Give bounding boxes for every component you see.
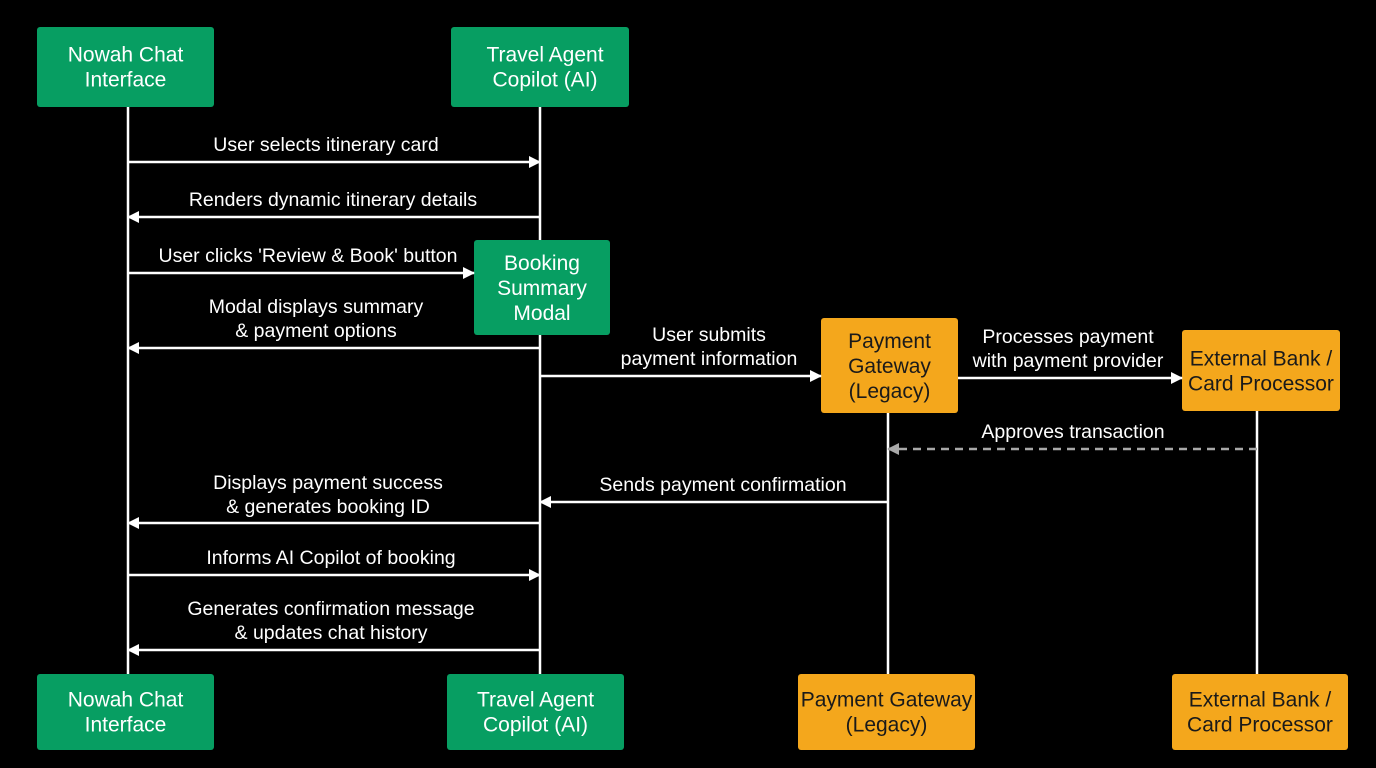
participant-label-line: Interface bbox=[85, 69, 167, 92]
message-label-line: with payment provider bbox=[972, 350, 1164, 372]
message-copilot-to-chat: Generates confirmation message& updates … bbox=[127, 598, 540, 656]
message-copilot-to-chat: Renders dynamic itinerary details bbox=[127, 189, 540, 223]
message-label-line: Renders dynamic itinerary details bbox=[189, 189, 478, 211]
participant-box bbox=[451, 27, 629, 107]
message-bank-to-gateway: Approves transaction bbox=[887, 421, 1257, 455]
participant-label-line: Gateway bbox=[848, 355, 931, 378]
participant-label-line: (Legacy) bbox=[846, 714, 928, 737]
message-chat-to-copilot: User selects itinerary card bbox=[128, 134, 541, 168]
participant-label-line: Payment bbox=[848, 330, 931, 353]
participant-label: External Bank /Card Processor bbox=[1187, 689, 1333, 737]
participant-box bbox=[1182, 330, 1340, 411]
message-label-line: & updates chat history bbox=[235, 622, 428, 644]
participant-label-line: External Bank / bbox=[1189, 689, 1332, 712]
message-label-line: Generates confirmation message bbox=[187, 598, 474, 620]
message-chat-to-copilot: Informs AI Copilot of booking bbox=[128, 547, 541, 581]
participant-label-line: Booking bbox=[504, 252, 580, 275]
message-modal-to-chat: Modal displays summary& payment options bbox=[127, 296, 540, 354]
participant-label-line: Modal bbox=[513, 302, 570, 325]
message-label-line: Approves transaction bbox=[981, 421, 1164, 443]
message-label: Generates confirmation message& updates … bbox=[187, 598, 474, 644]
message-copilot-to-chat: Displays payment success& generates book… bbox=[127, 472, 540, 529]
participant-label-line: Nowah Chat bbox=[68, 44, 184, 67]
participant-label: External Bank /Card Processor bbox=[1188, 348, 1334, 396]
participant-box bbox=[798, 674, 975, 750]
participant-label-line: Card Processor bbox=[1187, 714, 1333, 737]
participant-bank-bottom: External Bank /Card Processor bbox=[1172, 674, 1348, 750]
message-label-line: Displays payment success bbox=[213, 472, 443, 494]
participant-label: Payment Gateway(Legacy) bbox=[801, 689, 973, 737]
participant-label-line: Card Processor bbox=[1188, 373, 1334, 396]
participant-label-line: Travel Agent bbox=[477, 689, 594, 712]
participant-box bbox=[1172, 674, 1348, 750]
message-label-line: payment information bbox=[621, 348, 798, 370]
message-label: User clicks 'Review & Book' button bbox=[159, 245, 458, 267]
message-label: Informs AI Copilot of booking bbox=[206, 547, 455, 569]
message-label-line: Informs AI Copilot of booking bbox=[206, 547, 455, 569]
message-label: Modal displays summary& payment options bbox=[209, 296, 424, 342]
participant-box bbox=[447, 674, 624, 750]
message-label-line: & generates booking ID bbox=[226, 496, 430, 518]
participant-box bbox=[37, 674, 214, 750]
participant-box bbox=[821, 318, 958, 413]
message-label-line: User submits bbox=[652, 324, 766, 346]
message-label: Sends payment confirmation bbox=[599, 474, 846, 496]
participant-label-line: Interface bbox=[85, 714, 167, 737]
message-label-line: Sends payment confirmation bbox=[599, 474, 846, 496]
participant-label-line: Copilot (AI) bbox=[483, 714, 588, 737]
participant-box bbox=[474, 240, 610, 335]
message-chat-to-modal: User clicks 'Review & Book' button bbox=[128, 245, 475, 279]
message-label-line: Processes payment bbox=[982, 326, 1154, 348]
participant-bank-top: External Bank /Card Processor bbox=[1182, 330, 1340, 411]
participant-label-line: Summary bbox=[497, 277, 587, 300]
participant-label-line: Payment Gateway bbox=[801, 689, 973, 712]
participant-label-line: Copilot (AI) bbox=[492, 69, 597, 92]
message-label-line: User clicks 'Review & Book' button bbox=[159, 245, 458, 267]
message-label: User selects itinerary card bbox=[213, 134, 438, 156]
participant-label-line: Nowah Chat bbox=[68, 689, 184, 712]
participant-label-line: External Bank / bbox=[1190, 348, 1333, 371]
participant-box bbox=[37, 27, 214, 107]
participant-label-line: (Legacy) bbox=[849, 380, 931, 403]
message-label-line: User selects itinerary card bbox=[213, 134, 438, 156]
message-label-line: Modal displays summary bbox=[209, 296, 424, 318]
message-label: Renders dynamic itinerary details bbox=[189, 189, 478, 211]
participant-gateway-bottom: Payment Gateway(Legacy) bbox=[798, 674, 975, 750]
message-gateway-to-copilot: Sends payment confirmation bbox=[539, 474, 888, 508]
message-label-line: & payment options bbox=[235, 320, 397, 342]
message-label: Displays payment success& generates book… bbox=[213, 472, 443, 518]
message-label: Approves transaction bbox=[981, 421, 1164, 443]
participant-label-line: Travel Agent bbox=[486, 44, 603, 67]
